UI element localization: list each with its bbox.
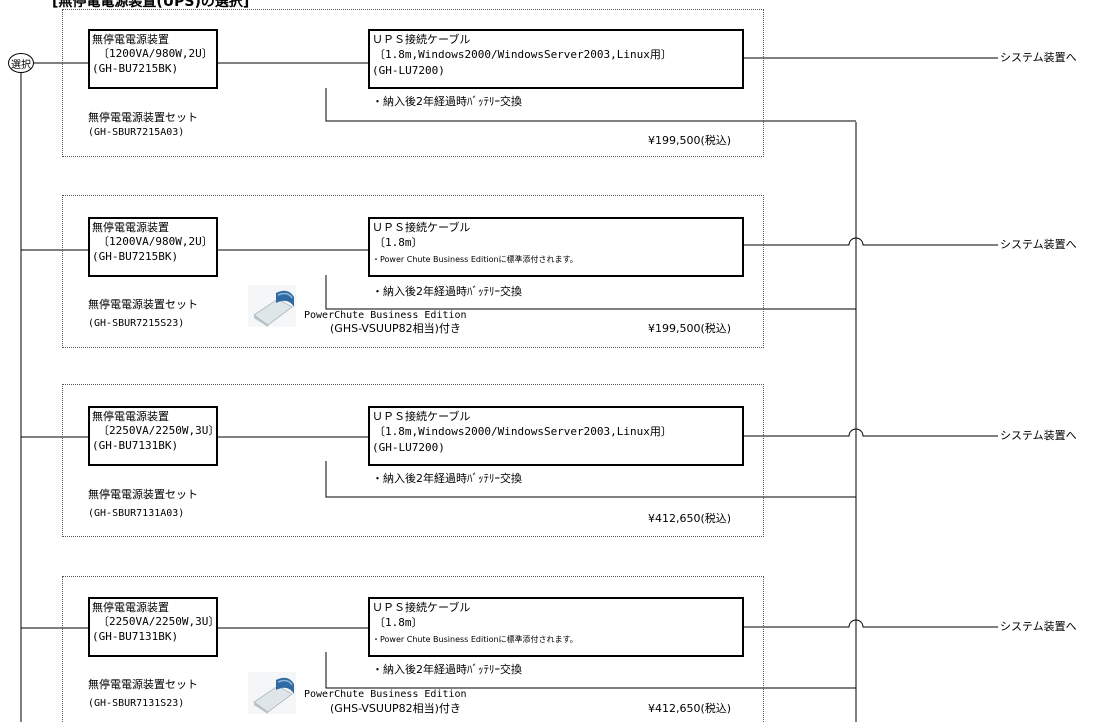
ups-model: (GH-BU7215BK) bbox=[92, 62, 179, 75]
ups-box-2: 無停電電源装置 〔1200VA/980W,2U〕 (GH-BU7215BK) bbox=[88, 217, 218, 277]
ups-set-3 bbox=[62, 384, 764, 537]
ups-name: 無停電電源装置 bbox=[92, 33, 169, 46]
price: ¥412,650(税込) bbox=[648, 512, 732, 525]
cable-spec: 〔1.8m〕 bbox=[374, 236, 423, 249]
ups-box-3: 無停電電源装置 〔2250VA/2250W,3U〕 (GH-BU7131BK) bbox=[88, 406, 220, 466]
ups-set-4 bbox=[62, 576, 764, 722]
set-name: 無停電電源装置セット bbox=[88, 678, 198, 691]
cable-spec: 〔1.8m〕 bbox=[374, 616, 423, 629]
cable-name: ＵＰＳ接続ケーブル bbox=[372, 410, 471, 423]
price: ¥199,500(税込) bbox=[648, 134, 732, 147]
set-model: (GH-SBUR7215A03) bbox=[88, 127, 185, 138]
cable-name: ＵＰＳ接続ケーブル bbox=[372, 221, 471, 234]
software-model: (GHS-VSUUP82相当)付き bbox=[330, 322, 461, 335]
ups-product-icon bbox=[248, 285, 296, 327]
software-name: PowerChute Business Edition bbox=[304, 310, 467, 321]
ups-spec: 〔1200VA/980W,2U〕 bbox=[98, 47, 213, 60]
cable-spec: 〔1.8m,Windows2000/WindowsServer2003,Linu… bbox=[374, 48, 672, 61]
ups-product-icon bbox=[248, 672, 296, 714]
cable-box-4: ＵＰＳ接続ケーブル 〔1.8m〕 ・Power Chute Business E… bbox=[368, 597, 744, 657]
cable-box-3: ＵＰＳ接続ケーブル 〔1.8m,Windows2000/WindowsServe… bbox=[368, 406, 744, 466]
select-node: 選択 bbox=[8, 53, 34, 73]
ups-name: 無停電電源装置 bbox=[92, 410, 169, 423]
cable-box-2: ＵＰＳ接続ケーブル 〔1.8m〕 ・Power Chute Business E… bbox=[368, 217, 744, 277]
output-label: システム装置へ bbox=[1000, 51, 1077, 64]
output-label: システム装置へ bbox=[1000, 620, 1077, 633]
ups-spec: 〔2250VA/2250W,3U〕 bbox=[98, 615, 220, 628]
cable-box-1: ＵＰＳ接続ケーブル 〔1.8m,Windows2000/WindowsServe… bbox=[368, 29, 744, 89]
battery-note: ・納入後2年経過時ﾊﾞｯﾃﾘｰ交換 bbox=[372, 95, 522, 108]
price: ¥199,500(税込) bbox=[648, 322, 732, 335]
ups-name: 無停電電源装置 bbox=[92, 601, 169, 614]
output-label: システム装置へ bbox=[1000, 429, 1077, 442]
software-model: (GHS-VSUUP82相当)付き bbox=[330, 702, 461, 715]
set-model: (GH-SBUR7215S23) bbox=[88, 318, 185, 329]
output-label: システム装置へ bbox=[1000, 238, 1077, 251]
ups-name: 無停電電源装置 bbox=[92, 221, 169, 234]
cable-model: (GH-LU7200) bbox=[372, 441, 445, 454]
set-name: 無停電電源装置セット bbox=[88, 298, 198, 311]
set-name: 無停電電源装置セット bbox=[88, 488, 198, 501]
software-name: PowerChute Business Edition bbox=[304, 689, 467, 700]
battery-note: ・納入後2年経過時ﾊﾞｯﾃﾘｰ交換 bbox=[372, 663, 522, 676]
set-model: (GH-SBUR7131S23) bbox=[88, 698, 185, 709]
price: ¥412,650(税込) bbox=[648, 702, 732, 715]
battery-note: ・納入後2年経過時ﾊﾞｯﾃﾘｰ交換 bbox=[372, 472, 522, 485]
cable-name: ＵＰＳ接続ケーブル bbox=[372, 601, 471, 614]
ups-spec: 〔2250VA/2250W,3U〕 bbox=[98, 424, 220, 437]
ups-model: (GH-BU7215BK) bbox=[92, 250, 179, 263]
ups-box-4: 無停電電源装置 〔2250VA/2250W,3U〕 (GH-BU7131BK) bbox=[88, 597, 220, 657]
select-label: 選択 bbox=[11, 59, 31, 71]
cable-model: (GH-LU7200) bbox=[372, 64, 445, 77]
ups-set-2 bbox=[62, 195, 764, 348]
page-title: [無停電電源装置(UPS)の選択] bbox=[52, 0, 250, 10]
ups-spec: 〔1200VA/980W,2U〕 bbox=[98, 235, 213, 248]
cable-name: ＵＰＳ接続ケーブル bbox=[372, 33, 471, 46]
ups-box-1: 無停電電源装置 〔1200VA/980W,2U〕 (GH-BU7215BK) bbox=[88, 29, 218, 89]
cable-spec: 〔1.8m,Windows2000/WindowsServer2003,Linu… bbox=[374, 425, 672, 438]
set-name: 無停電電源装置セット bbox=[88, 111, 198, 124]
cable-note: ・Power Chute Business Editionに標準添付されます。 bbox=[372, 255, 578, 264]
cable-note: ・Power Chute Business Editionに標準添付されます。 bbox=[372, 635, 578, 644]
ups-model: (GH-BU7131BK) bbox=[92, 630, 179, 643]
ups-set-1 bbox=[62, 9, 764, 157]
set-model: (GH-SBUR7131A03) bbox=[88, 508, 185, 519]
battery-note: ・納入後2年経過時ﾊﾞｯﾃﾘｰ交換 bbox=[372, 285, 522, 298]
ups-model: (GH-BU7131BK) bbox=[92, 439, 179, 452]
